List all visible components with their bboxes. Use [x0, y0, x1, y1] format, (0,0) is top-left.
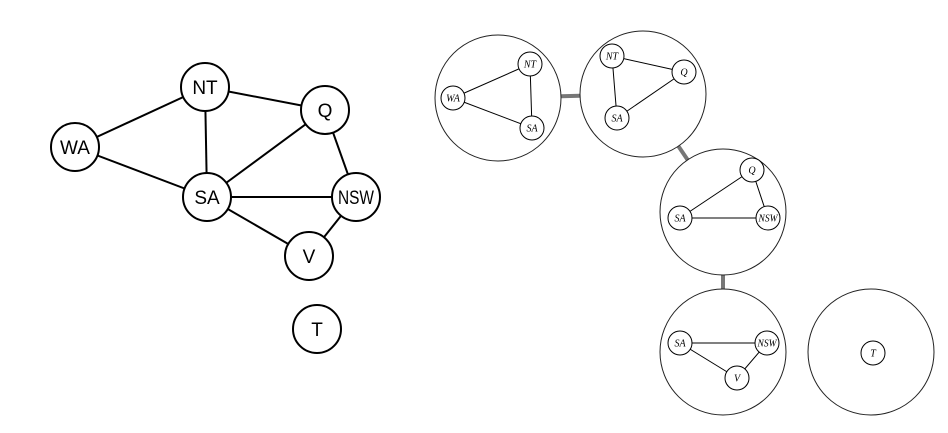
bag-node-label: SA: [674, 214, 686, 225]
node-v: V: [284, 231, 334, 281]
bag-node-nt: NT: [517, 51, 543, 77]
bag-node-label: Q: [680, 68, 688, 79]
bag-1: WA NT SA: [434, 34, 562, 162]
bag-4: SA NSW V: [659, 288, 787, 416]
bag-node-label: T: [870, 349, 877, 360]
bag-node-nsw: NSW: [754, 330, 780, 356]
bag-edge-sa-q: [616, 71, 685, 119]
tree-decomposition-links: [560, 93, 725, 289]
node-label: WA: [60, 138, 90, 159]
bag-node-label: SA: [674, 339, 686, 350]
bag-node-circle: [739, 157, 765, 183]
bag-node-nsw: NSW: [755, 205, 781, 231]
node-circle: [180, 62, 230, 112]
node-sa: SA: [182, 172, 232, 222]
node-nsw: NSW: [331, 172, 381, 222]
bag-circle: [579, 30, 707, 158]
node-nt: NT: [180, 62, 230, 112]
constraint-graph-nodes: WA NT Q SA NSW V T: [50, 62, 381, 354]
bag-3: Q SA NSW: [659, 148, 787, 276]
bag-node-circle: [440, 85, 466, 111]
bag-node-label: SA: [526, 124, 538, 135]
bag-node-label: WA: [446, 94, 461, 105]
node-label: NSW: [338, 188, 374, 209]
bag-node-circle: [724, 365, 750, 391]
bag-node-q: Q: [671, 59, 697, 85]
bag-node-label: NT: [605, 52, 620, 63]
bag-node-circle: [755, 205, 781, 231]
node-circle: [182, 172, 232, 222]
node-label: SA: [194, 188, 220, 209]
bag-2: NT Q SA: [579, 30, 707, 158]
bag-node-circle: [754, 330, 780, 356]
tree-decomposition-bags: WA NT SA NT Q SA Q SA NSW SA NSW V T: [434, 30, 935, 416]
bag-node-circle: [667, 205, 693, 231]
bag-node-v: V: [724, 365, 750, 391]
bag-node-circle: [604, 105, 630, 131]
bag-edge-wa-nt: [452, 63, 531, 99]
bag-node-sa: SA: [667, 330, 693, 356]
node-circle: [284, 231, 334, 281]
bag-node-label: NSW: [758, 214, 780, 225]
node-circle: [50, 122, 100, 172]
bag-node-sa: SA: [604, 105, 630, 131]
bag-node-label: SA: [611, 114, 623, 125]
node-t: T: [292, 304, 342, 354]
bag-node-sa: SA: [667, 205, 693, 231]
node-wa: WA: [50, 122, 100, 172]
bag-node-circle: [860, 340, 886, 366]
node-circle: [331, 172, 381, 222]
node-label: Q: [318, 101, 333, 122]
bag-node-circle: [671, 59, 697, 85]
bag-node-label: Q: [748, 166, 756, 177]
bag-node-circle: [599, 43, 625, 69]
node-label: T: [311, 320, 323, 341]
node-circle: [292, 304, 342, 354]
bag-node-label: NT: [523, 60, 538, 71]
bag-node-nt: NT: [599, 43, 625, 69]
bag-node-sa: SA: [519, 115, 545, 141]
bag-edge-wa-sa: [452, 97, 533, 129]
node-label: V: [303, 247, 316, 268]
bag-node-t: T: [860, 340, 886, 366]
bag-node-circle: [517, 51, 543, 77]
bag-node-circle: [519, 115, 545, 141]
tree-link-bag-1-bag-2: [560, 93, 581, 99]
bag-5: T: [807, 288, 935, 416]
bag-node-wa: WA: [440, 85, 466, 111]
bag-edge-q-sa: [679, 169, 753, 219]
node-label: NT: [192, 78, 218, 99]
bag-node-q: Q: [739, 157, 765, 183]
bag-circle: [659, 288, 787, 416]
node-circle: [300, 85, 350, 135]
bag-node-label: NSW: [757, 339, 779, 350]
bag-node-label: V: [734, 374, 742, 385]
tree-link-bag-2-bag-3: [676, 145, 690, 161]
bag-node-circle: [667, 330, 693, 356]
node-q: Q: [300, 85, 350, 135]
